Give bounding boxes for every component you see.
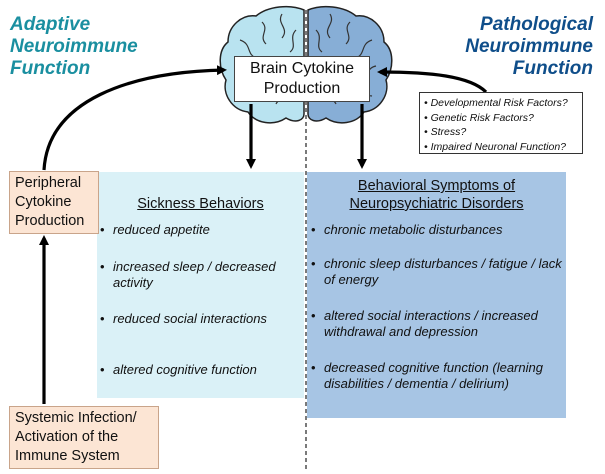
neuro-title-line: Neuropsychiatric Disorders bbox=[349, 196, 524, 212]
neuropsychiatric-symptoms-panel bbox=[307, 172, 566, 418]
neuro-item: •decreased cognitive function (learning … bbox=[311, 360, 543, 391]
neuro-item: •chronic metabolic disturbances bbox=[311, 222, 503, 237]
peripheral-line: Production bbox=[15, 213, 85, 229]
arrow-peripheral-to-brain bbox=[42, 65, 227, 171]
sickness-item: •increased sleep / decreased activity bbox=[100, 259, 276, 290]
pathological-title-line: Function bbox=[512, 58, 593, 79]
sickness-item: •reduced appetite bbox=[100, 222, 210, 237]
pathological-title-line: Pathological bbox=[480, 14, 593, 35]
adaptive-title-line: Neuroimmune bbox=[10, 36, 138, 57]
peripheral-cytokine-box: Peripheral Cytokine Production bbox=[9, 171, 99, 234]
systemic-line: Systemic Infection/ bbox=[15, 410, 137, 426]
risk-factor-item: • Developmental Risk Factors? bbox=[424, 97, 568, 109]
risk-factor-item: • Genetic Risk Factors? bbox=[424, 111, 534, 124]
adaptive-title: Adaptive Neuroimmune Function bbox=[10, 14, 138, 80]
arrow-risk-to-brain bbox=[377, 67, 488, 94]
sickness-behaviors-panel bbox=[97, 172, 304, 398]
sickness-item: •reduced social interactions bbox=[100, 311, 267, 326]
sickness-item: •altered cognitive function bbox=[100, 362, 257, 377]
peripheral-line: Cytokine bbox=[15, 194, 72, 210]
peripheral-line: Peripheral bbox=[15, 175, 82, 191]
brain-cytokine-line: Brain Cytokine bbox=[249, 60, 355, 77]
brain-cytokine-box: Brain Cytokine Production bbox=[234, 56, 370, 102]
risk-factor-item: • Stress? bbox=[424, 126, 467, 138]
brain-cytokine-line: Production bbox=[263, 80, 341, 97]
systemic-line: Immune System bbox=[15, 448, 120, 464]
systemic-infection-box: Systemic Infection/ Activation of the Im… bbox=[9, 406, 159, 469]
systemic-line: Activation of the bbox=[15, 429, 119, 445]
pathological-title-line: Neuroimmune bbox=[465, 36, 593, 57]
adaptive-title-line: Adaptive bbox=[10, 14, 91, 35]
neuro-title-line: Behavioral Symptoms of bbox=[357, 178, 516, 194]
neuro-item: •chronic sleep disturbances / fatigue / … bbox=[311, 256, 562, 287]
neuro-title: Behavioral Symptoms of Neuropsychiatric … bbox=[307, 177, 566, 213]
risk-factor-item: • Impaired Neuronal Function? bbox=[424, 140, 567, 153]
risk-factors-box: • Developmental Risk Factors? • Genetic … bbox=[419, 92, 583, 154]
neuro-item: •altered social interactions / increased… bbox=[311, 308, 538, 339]
sickness-title: Sickness Behaviors bbox=[137, 196, 264, 212]
pathological-title: Pathological Neuroimmune Function bbox=[465, 14, 593, 80]
adaptive-title-line: Function bbox=[10, 58, 91, 79]
